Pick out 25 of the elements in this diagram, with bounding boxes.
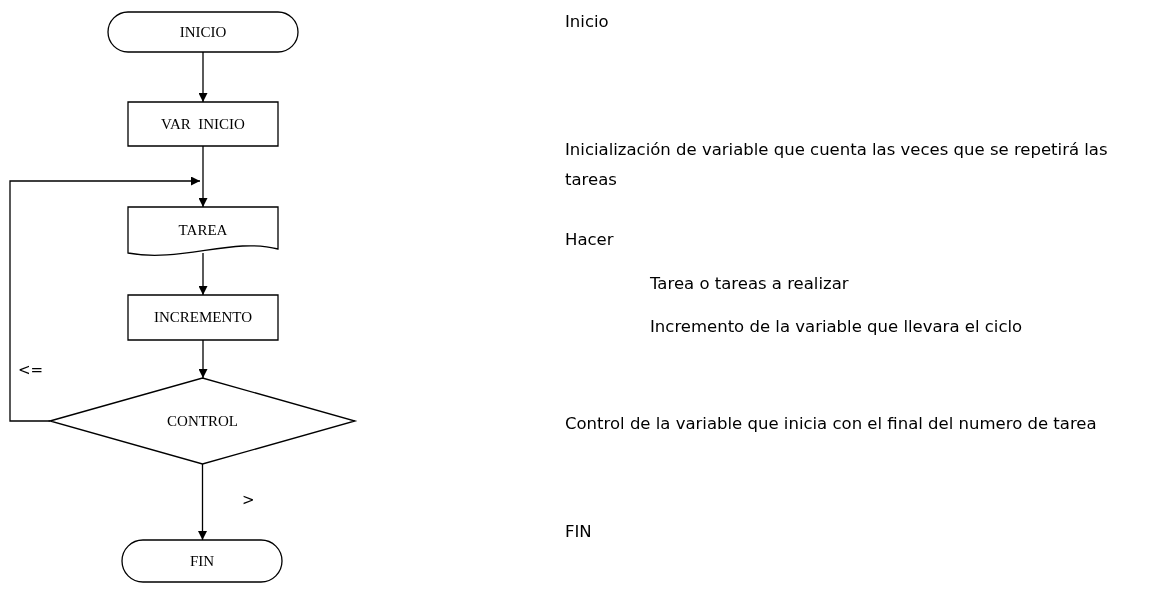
description-text: Hacer xyxy=(565,229,615,251)
description-text: Inicio xyxy=(565,11,610,33)
document-shape xyxy=(128,207,278,259)
decision-diamond xyxy=(50,378,355,464)
arrow xyxy=(198,463,207,541)
description-text: Incremento de la variable que llevara el ciclo xyxy=(649,316,1024,338)
node-text: INICIO xyxy=(179,23,227,41)
description-text: FIN xyxy=(565,521,593,543)
arrow xyxy=(9,176,201,422)
process-box xyxy=(128,102,278,146)
node-text: CONTROL xyxy=(167,412,238,430)
arrow xyxy=(198,252,208,296)
node-text: FIN xyxy=(189,552,215,570)
node-text: TAREA xyxy=(178,221,228,239)
terminal-shape xyxy=(108,12,298,52)
description-text: Control de la variable que inicia con el final del numero de tarea xyxy=(565,413,1098,435)
description-text: Tarea o tareas a realizar xyxy=(649,273,850,295)
description-text: Inicialización de variable que cuenta las veces que se repetirá las tareas xyxy=(565,139,1109,191)
process-box xyxy=(128,295,278,340)
arrow xyxy=(198,339,208,379)
arrow xyxy=(198,51,208,103)
node-text: INCREMENTO xyxy=(153,309,253,326)
terminal-shape xyxy=(122,540,282,582)
arrow xyxy=(198,145,208,208)
node-text: VAR INICIO xyxy=(161,115,245,133)
